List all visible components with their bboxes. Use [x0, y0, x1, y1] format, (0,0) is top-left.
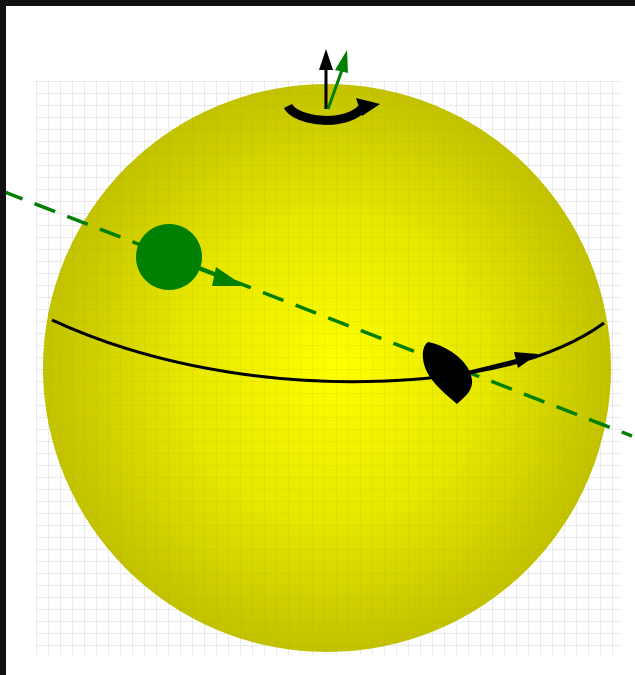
spin-axis-green: [326, 69, 344, 110]
sphere-grid-overlay: [43, 84, 611, 652]
sphere-diagram: [6, 49, 633, 655]
equatorial-arrowhead-icon: [514, 352, 538, 368]
equatorial-path: [51, 318, 605, 384]
black-arrowhead-icon: [319, 49, 333, 70]
green-axis-arrowhead-icon: [335, 50, 348, 73]
diagram-canvas: [6, 6, 635, 675]
rotation-arrowhead-icon: [356, 98, 380, 116]
rotation-arrow: [283, 102, 368, 125]
inclined-dashed-path: [6, 190, 633, 438]
green-body: [136, 224, 202, 290]
equatorial-direction-arrow: [467, 358, 521, 375]
black-body: [422, 342, 473, 404]
green-arrowhead-icon: [212, 267, 244, 286]
